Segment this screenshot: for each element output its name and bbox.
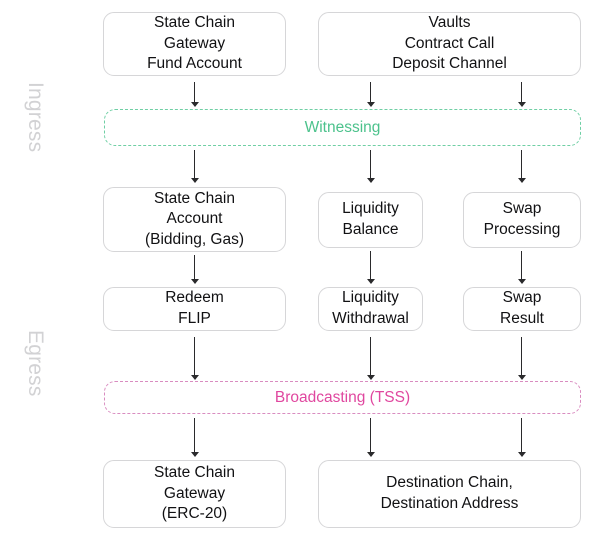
node-line: State Chain (153, 189, 235, 207)
node-line: Vaults (428, 14, 471, 32)
arrow-down-icon (365, 418, 376, 458)
node-liquidity-balance[interactable]: Liquidity Balance (318, 192, 423, 248)
node-line: State Chain (154, 464, 235, 482)
node-line: Liquidity (342, 200, 399, 218)
node-line: Balance (342, 221, 399, 238)
band-label-witnessing: Witnessing (304, 118, 381, 136)
arrow-down-icon (365, 337, 376, 381)
node-line: Account (166, 210, 223, 228)
node-state-chain-gateway-fund-account[interactable]: State Chain Gateway Fund Account (103, 12, 286, 76)
node-line: Destination Chain, (386, 474, 513, 492)
node-state-chain-gateway-erc20[interactable]: State Chain Gateway (ERC-20) (103, 460, 286, 528)
node-swap-processing[interactable]: Swap Processing (463, 192, 581, 248)
node-line: Gateway (163, 34, 226, 52)
node-line: Swap (502, 289, 542, 307)
band-witnessing: Witnessing (104, 109, 581, 146)
node-line: Swap (502, 200, 542, 218)
phase-label-egress: Egress (24, 330, 47, 397)
arrow-down-icon (516, 82, 527, 108)
node-line: Liquidity (342, 289, 399, 307)
node-liquidity-withdrawal[interactable]: Liquidity Withdrawal (318, 287, 423, 331)
phase-label-ingress: Ingress (24, 82, 47, 153)
node-line: (ERC-20) (161, 505, 228, 523)
arrow-down-icon (516, 251, 527, 285)
node-redeem-flip[interactable]: Redeem FLIP (103, 287, 286, 331)
arrow-down-icon (189, 150, 200, 184)
node-line: FLIP (178, 310, 211, 327)
node-state-chain-account[interactable]: State Chain Account (Bidding, Gas) (103, 187, 286, 252)
arrow-down-icon (516, 150, 527, 184)
node-line: Gateway (163, 484, 226, 502)
band-broadcasting: Broadcasting (TSS) (104, 381, 581, 414)
arrow-down-icon (516, 418, 527, 458)
node-line: Result (500, 310, 544, 327)
node-line: (Bidding, Gas) (144, 230, 245, 248)
arrow-down-icon (189, 418, 200, 458)
node-destination-chain-address[interactable]: Destination Chain, Destination Address (318, 460, 581, 528)
node-line: State Chain (153, 14, 235, 32)
arrow-down-icon (189, 255, 200, 285)
band-label-broadcasting: Broadcasting (TSS) (274, 388, 411, 406)
node-line: Contract Call (404, 34, 495, 52)
arrow-down-icon (365, 150, 376, 184)
node-swap-result[interactable]: Swap Result (463, 287, 581, 331)
node-line: Fund Account (147, 55, 242, 73)
node-line: Processing (483, 221, 561, 238)
arrow-down-icon (365, 251, 376, 285)
node-vaults-contract-call-deposit-channel[interactable]: Vaults Contract Call Deposit Channel (318, 12, 581, 76)
arrow-down-icon (189, 337, 200, 381)
arrow-down-icon (516, 337, 527, 381)
arrow-down-icon (365, 82, 376, 108)
node-line: Deposit Channel (392, 55, 507, 73)
node-line: Destination Address (380, 495, 519, 512)
node-line: Withdrawal (332, 310, 409, 327)
node-line: Redeem (165, 289, 224, 307)
arrow-down-icon (189, 82, 200, 108)
